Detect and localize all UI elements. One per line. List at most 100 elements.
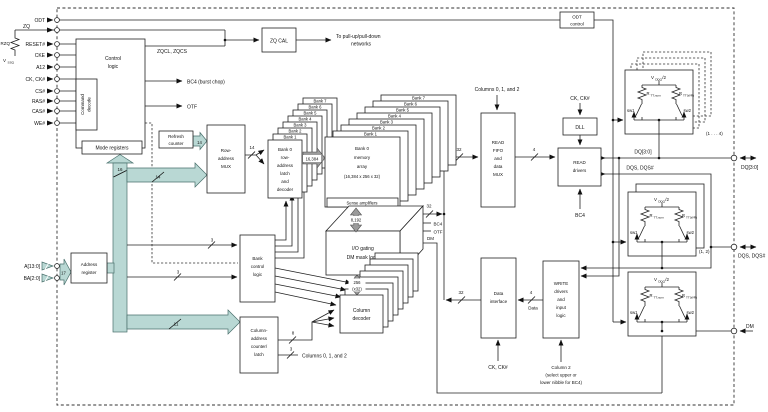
svg-text:address: address <box>251 336 268 341</box>
wires <box>9 19 731 394</box>
svg-text:READ: READ <box>492 140 505 145</box>
rtt-wr-label: R <box>679 91 682 96</box>
svg-text:Column-: Column- <box>250 328 268 333</box>
width-16384: 16,384 <box>306 157 319 162</box>
svg-text:drivers: drivers <box>573 168 587 173</box>
bank-label: Bank 7 <box>412 96 426 101</box>
bank-label: Bank 4 <box>298 117 312 122</box>
svg-text:Column: Column <box>353 308 370 314</box>
pin-ck: CK, CK# <box>26 77 46 83</box>
svg-text:address: address <box>218 156 235 161</box>
svg-text:/2: /2 <box>665 277 669 282</box>
bus-slashes <box>173 151 539 359</box>
svg-text:decoder: decoder <box>352 316 370 322</box>
rtt-nom-label: R <box>650 213 653 218</box>
pin-ba: BA[2:0] <box>24 276 41 282</box>
pin-addr: A[13:0] <box>24 264 40 270</box>
box-memory-array <box>324 136 401 208</box>
box-row-address-mux <box>206 124 246 194</box>
rzq-label: RZQ <box>1 41 11 46</box>
sw2-label: sw2 <box>687 230 695 235</box>
svg-text:FIFO: FIFO <box>493 148 504 153</box>
svg-text:Bank 0: Bank 0 <box>278 147 293 152</box>
logic-boxes: Control logic Command decode Mode regist… <box>70 11 602 374</box>
bus-width-14: 14 <box>155 175 161 180</box>
width-32-bidir: 32 <box>426 204 432 209</box>
pin-cke: CKE <box>35 53 46 59</box>
columns012-bottom: Columns 0, 1, and 2 <box>302 354 347 360</box>
col2-note-3: lower nibble for BC4) <box>540 380 583 385</box>
vddq-label: V <box>651 75 654 80</box>
otf-stub-label: OTF <box>434 230 443 235</box>
svg-text:logic: logic <box>108 64 119 70</box>
bank-label: Bank 6 <box>308 105 322 110</box>
svg-text:decoder: decoder <box>277 187 294 192</box>
svg-text:row-: row- <box>281 155 290 160</box>
bank-label: Bank 1 <box>283 135 297 140</box>
svg-text:TT(WR): TT(WR) <box>686 216 697 220</box>
rtt-nom-label: R <box>650 293 653 298</box>
svg-text:DM mask logic: DM mask logic <box>347 255 380 261</box>
box-mode-registers <box>81 140 143 155</box>
box-read-fifo <box>480 112 516 208</box>
pin-zq: ZQ <box>23 24 30 30</box>
width-32-fifo: 32 <box>456 147 462 152</box>
svg-text:MUX: MUX <box>493 172 503 177</box>
svg-text:WRITE: WRITE <box>554 281 569 286</box>
columns012-top: Columns 0, 1, and 2 <box>475 87 520 93</box>
width-3a: 3 <box>211 238 214 243</box>
width-8: 8 <box>292 331 295 336</box>
svg-text:Data: Data <box>494 291 504 296</box>
svg-text:TT,nom: TT,nom <box>654 296 665 300</box>
pin-we: WE# <box>34 121 45 127</box>
svg-text:DDQ: DDQ <box>658 200 665 204</box>
width-x32: (x32) <box>352 287 362 292</box>
svg-text:Bank: Bank <box>252 256 263 261</box>
svg-text:memory: memory <box>354 155 371 160</box>
svg-text:control: control <box>570 22 584 27</box>
datapath-arrows: 16,384 8,192 256 (x32) <box>302 147 366 296</box>
width-4-write: 4 <box>530 290 533 295</box>
rtt-nom-label: R <box>647 91 650 96</box>
bus-width-16: 16 <box>117 167 123 172</box>
svg-text:Sense amplifiers: Sense amplifiers <box>347 201 378 206</box>
ck-dll-label: CK, CK# <box>570 96 590 102</box>
pullup-label-1: To pull-up/pull-down <box>336 34 381 40</box>
svg-text:latch: latch <box>254 352 264 357</box>
svg-text:TT(WR): TT(WR) <box>686 296 697 300</box>
bus-width-14-refresh: 14 <box>197 140 202 145</box>
box-column-counter <box>239 316 279 374</box>
box-bank-control <box>239 234 276 303</box>
svg-text:and: and <box>557 297 565 302</box>
pin-cas: CAS# <box>32 109 45 115</box>
box-column-decoder <box>339 294 384 334</box>
pin-a12: A12 <box>36 65 45 71</box>
svg-text:decode: decode <box>87 97 92 112</box>
svg-text:Command: Command <box>80 94 85 115</box>
bank-label: Bank 5 <box>396 108 410 113</box>
stack-count-dqs: (1, 2) <box>699 249 710 254</box>
svg-text:DLL: DLL <box>575 125 584 131</box>
svg-text:Bank 0: Bank 0 <box>355 146 370 151</box>
box-dll <box>562 117 598 136</box>
svg-text:TT,nom: TT,nom <box>654 216 665 220</box>
pin-cs: CS# <box>35 89 45 95</box>
box-data-interface <box>480 257 517 339</box>
box-row-decoder <box>267 139 303 199</box>
bank-label: Bank 4 <box>388 114 402 119</box>
width-14-row: 14 <box>249 145 255 150</box>
address-bus: 16 14 11 17 14 <box>41 131 241 335</box>
row-decoder-stack: Bank 7 Bank 6 Bank 5 Bank 4 Bank 3 Bank … <box>267 97 338 199</box>
svg-text:drivers: drivers <box>554 289 568 294</box>
width-32-di: 32 <box>458 290 464 295</box>
dm-stub-label: DM <box>427 236 434 241</box>
box-zq-cal <box>261 27 297 53</box>
svg-text:I/O gating: I/O gating <box>352 246 374 252</box>
width-4-read: 4 <box>533 147 536 152</box>
bank-label: Bank 5 <box>303 111 317 116</box>
svg-text:counter/: counter/ <box>251 344 268 349</box>
width-8192: 8,192 <box>351 218 362 223</box>
width-3c: 3 <box>290 347 293 352</box>
svg-text:input: input <box>556 305 567 310</box>
